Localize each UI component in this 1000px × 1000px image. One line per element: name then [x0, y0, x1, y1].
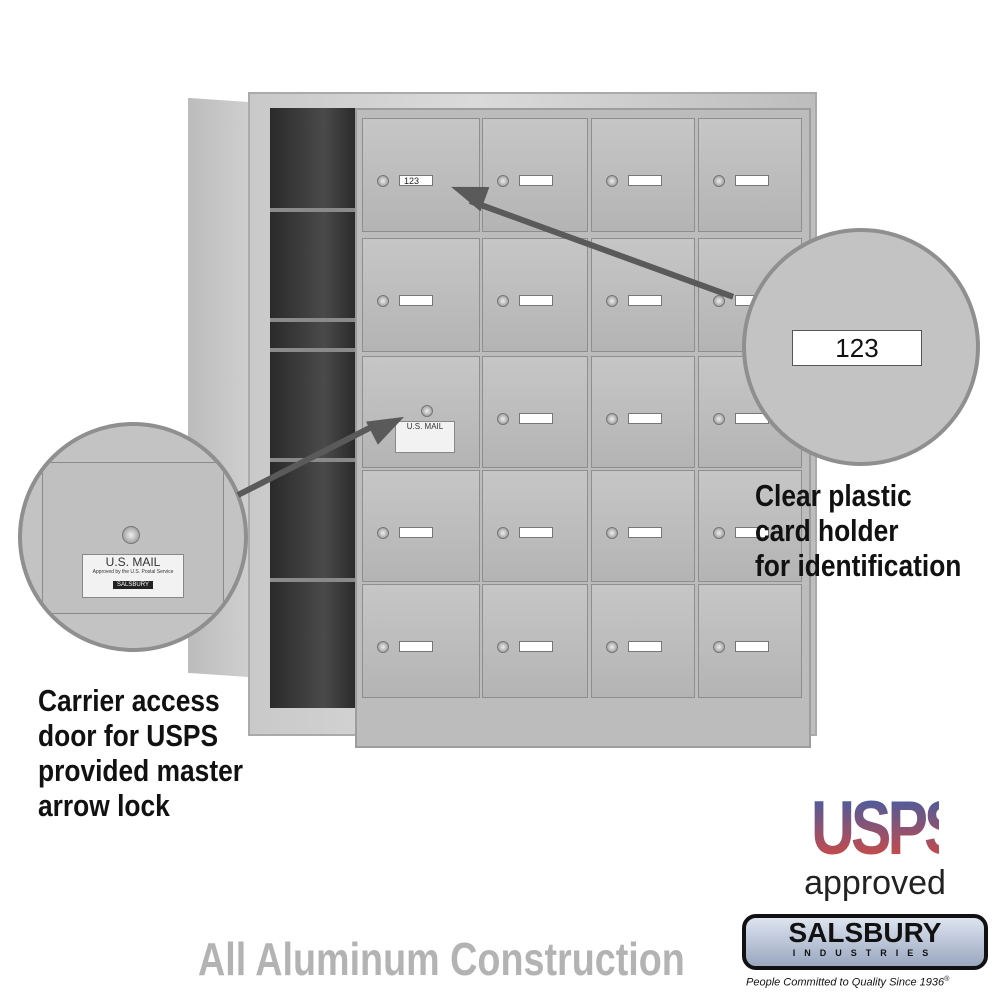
approved-text: approved [804, 864, 946, 902]
lock-icon [377, 641, 389, 653]
card-holder [519, 175, 553, 186]
lock-icon [606, 527, 618, 539]
lock-icon [606, 295, 618, 307]
card-holder [519, 527, 553, 538]
lock-icon [606, 413, 618, 425]
mailbox-door[interactable] [482, 584, 588, 698]
lock-icon [497, 175, 509, 187]
lock-icon [497, 413, 509, 425]
card-holder: 123 [399, 175, 433, 186]
lock-icon [713, 413, 725, 425]
card-holder [519, 641, 553, 652]
card-holder [399, 295, 433, 306]
mailbox-interior [270, 108, 360, 708]
lock-icon [497, 641, 509, 653]
lock-icon [497, 527, 509, 539]
lock-icon [713, 527, 725, 539]
mailbox-door[interactable] [482, 118, 588, 232]
lock-icon [606, 175, 618, 187]
mailbox-door[interactable] [698, 470, 802, 582]
card-holder [628, 641, 662, 652]
card-holder [399, 527, 433, 538]
mailbox-door[interactable]: 123 [362, 118, 480, 232]
mailbox-door[interactable] [362, 470, 480, 582]
mailbox-door[interactable] [591, 238, 695, 352]
card-holder [735, 527, 769, 538]
lock-icon [377, 527, 389, 539]
lock-icon [606, 641, 618, 653]
brand-tagline: People Committed to Quality Since 1936® [746, 976, 950, 989]
lock-icon [122, 526, 140, 544]
plate-title: U.S. MAIL [105, 555, 161, 569]
plate-brand: SALSBURY [113, 581, 153, 589]
mailbox-door[interactable] [482, 356, 588, 468]
carrier-access-door[interactable]: U.S. MAIL [362, 356, 480, 468]
usps-logo: USPS [811, 786, 965, 871]
mailbox-door[interactable] [482, 470, 588, 582]
mailbox-door[interactable] [591, 356, 695, 468]
mailbox-door[interactable] [482, 238, 588, 352]
mailbox-door[interactable] [591, 584, 695, 698]
carrier-plate-zoom: U.S. MAIL Approved by the U.S. Postal Se… [82, 554, 184, 598]
material-text: All Aluminum Construction [198, 933, 685, 985]
mailbox-door[interactable] [362, 584, 480, 698]
salsbury-logo: SALSBURY INDUSTRIES [742, 914, 988, 970]
carrier-plate: U.S. MAIL [395, 421, 455, 453]
plate-subtitle: Approved by the U.S. Postal Service [92, 569, 174, 575]
zoomed-card-label: 123 [792, 330, 922, 366]
lock-icon [713, 295, 725, 307]
card-holder [735, 641, 769, 652]
carrier-door-caption: Carrier access door for USPS provided ma… [38, 683, 244, 823]
card-holder-caption: Clear plastic card holder for identifica… [755, 478, 962, 583]
lock-icon [377, 175, 389, 187]
card-holder [399, 641, 433, 652]
lock-icon [713, 641, 725, 653]
card-holder [628, 413, 662, 424]
mailbox-door[interactable] [591, 470, 695, 582]
carrier-door-zoom-circle: U.S. MAIL Approved by the U.S. Postal Se… [18, 422, 248, 652]
lock-icon [713, 175, 725, 187]
card-holder [735, 175, 769, 186]
lock-icon [497, 295, 509, 307]
card-holder [628, 295, 662, 306]
mailbox-door[interactable] [591, 118, 695, 232]
card-holder [519, 295, 553, 306]
lock-icon [421, 405, 433, 417]
mailbox-door[interactable] [698, 584, 802, 698]
card-holder [628, 527, 662, 538]
mailbox-door[interactable] [698, 118, 802, 232]
usps-approved-badge: USPS approved [795, 786, 965, 902]
card-holder [628, 175, 662, 186]
card-holder-zoom-circle: 123 [742, 228, 980, 466]
lock-icon [377, 295, 389, 307]
card-holder [519, 413, 553, 424]
mailbox-door[interactable] [362, 238, 480, 352]
